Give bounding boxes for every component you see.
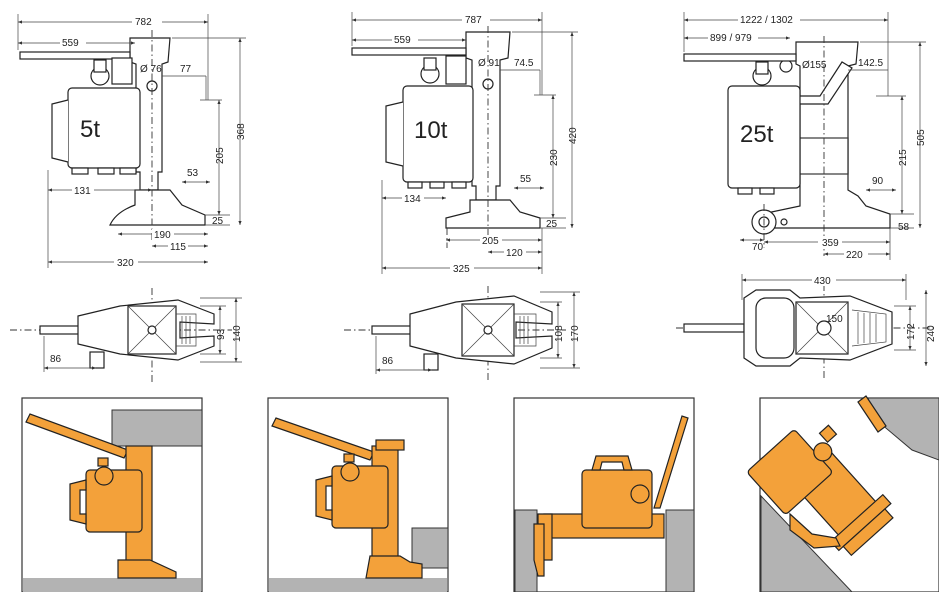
jack-5t-side-view: 5t 782 559 Ø 76 77 368 205 53 25 131 190 [17,14,247,269]
capacity-label-25t: 25t [740,121,774,148]
dim-10t-base-205: 205 [482,236,499,247]
dim-25t-handle: 899 / 979 [710,33,752,44]
dim-10t-toe-offset: 74.5 [514,58,534,69]
dim-25t-plan-width-outer: 240 [926,325,937,342]
usage-panel-toe-lift [267,397,449,592]
dim-5t-body-offset: 131 [74,186,91,197]
jack-25t-side-view: 25t 1222 / 1302 899 / 979 Ø155 142.5 505… [683,12,927,261]
dim-10t-bore: Ø 91 [478,58,500,69]
dim-25t-toe-height: 58 [898,222,910,233]
jack-10t-side-view: 10t 787 559 Ø 91 74.5 420 230 55 25 134 … [351,12,579,275]
dim-10t-plan-handle-offset: 86 [382,356,394,367]
dim-25t-height-toe: 215 [898,149,909,166]
dim-5t-height-toe: 205 [215,147,226,164]
dim-25t-plan-total-width: 430 [814,276,831,287]
dim-5t-plan-width-inner: 93 [216,328,227,340]
dim-10t-plan-width-outer: 170 [570,325,581,342]
jack-25t-plan-view: 430 150 172 240 [676,274,937,378]
dim-5t-toe-offset: 77 [180,64,192,75]
dim-10t-base-total: 325 [453,264,470,275]
usage-panel-angled-push [747,395,939,592]
dim-25t-base-220: 220 [846,250,863,261]
dim-5t-base-190: 190 [154,230,171,241]
dim-5t-toe-width: 53 [187,168,199,179]
dim-5t-bore: Ø 76 [140,64,162,75]
dim-5t-handle: 559 [62,38,79,49]
capacity-label-10t: 10t [414,117,448,144]
dim-10t-height-toe: 230 [549,149,560,166]
dim-5t-base-total: 320 [117,258,134,269]
dim-5t-toe-height: 25 [212,216,224,227]
dim-25t-plan-width-inner: 172 [906,323,917,340]
dim-5t-base-115: 115 [170,242,186,253]
dim-10t-toe-width: 55 [520,174,532,185]
dim-5t-overall: 782 [135,17,152,28]
dim-25t-toe-offset: 142.5 [858,58,883,69]
dim-25t-height-total: 505 [916,129,927,146]
dim-10t-base-120: 120 [506,248,523,259]
dim-10t-height-total: 420 [568,127,579,144]
dim-25t-overall: 1222 / 1302 [740,15,793,26]
dim-25t-plan-bore: 150 [826,314,843,325]
jack-10t-plan-view: 86 108 170 [344,286,581,380]
dim-25t-toe-width: 90 [872,176,884,187]
dim-5t-plan-width-outer: 140 [232,325,243,342]
dim-5t-height-total: 368 [236,123,247,140]
dim-5t-plan-handle-offset: 86 [50,354,62,365]
dim-10t-plan-width-inner: 108 [554,325,565,342]
dim-10t-overall: 787 [465,15,482,26]
dim-25t-wheel: 70 [752,242,764,253]
jack-5t-plan-view: 86 93 140 [10,288,243,384]
capacity-label-5t: 5t [80,116,100,143]
dim-10t-body-offset: 134 [404,194,421,205]
usage-panel-horizontal-spread [513,397,695,592]
dim-10t-toe-height: 25 [546,219,558,230]
usage-panel-top-lift [21,397,203,592]
dim-25t-base-359: 359 [822,238,839,249]
dim-25t-bore: Ø155 [802,60,827,71]
dim-10t-handle: 559 [394,35,411,46]
